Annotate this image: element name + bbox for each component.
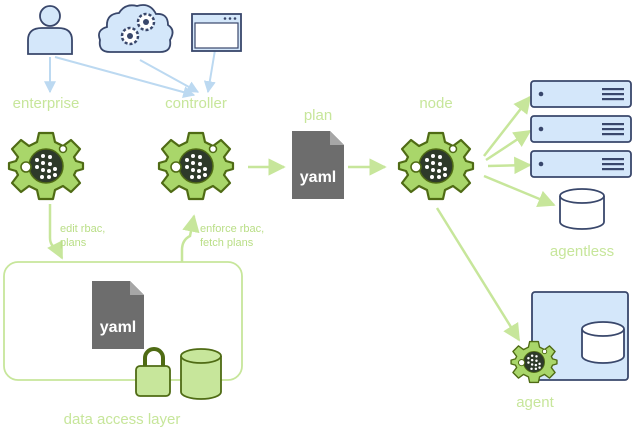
agent-gear-icon: [510, 340, 558, 384]
enterprise-label: enterprise: [13, 95, 80, 112]
server-icon: [530, 80, 632, 108]
node-label: node: [419, 95, 452, 112]
enforce-annotation-line2: fetch plans: [200, 237, 254, 249]
input-arrows: [44, 49, 216, 98]
enterprise-gear-icon: [7, 131, 85, 201]
user-icon: [27, 5, 73, 55]
dal-database-icon: [180, 348, 222, 400]
data-access-layer-box: [3, 261, 243, 381]
flow-arrows: [47, 95, 556, 342]
unlocked-padlock-icon: [135, 347, 171, 397]
agentless-database-icon: [559, 188, 605, 230]
enforce-annotation-line1: enforce rbac,: [200, 223, 264, 235]
node-gear-icon: [397, 131, 475, 201]
edit-annotation-line1: edit rbac,: [60, 223, 105, 235]
agentless-label: agentless: [550, 243, 614, 260]
server-icon: [530, 115, 632, 143]
plan-yaml-text: yaml: [300, 169, 336, 186]
controller-label: controller: [165, 95, 227, 112]
plan-label: plan: [304, 107, 332, 124]
agent-label: agent: [516, 394, 554, 411]
cloud-gears-icon: [98, 4, 174, 53]
browser-window-icon: [191, 13, 242, 52]
edit-annotation-line2: plans: [60, 237, 87, 249]
dal-yaml-text: yaml: [100, 319, 136, 336]
server-icon: [530, 150, 632, 178]
agent-host-database-icon: [581, 321, 625, 364]
dal-yaml-document: yaml: [92, 281, 144, 349]
plan-yaml-document: yaml: [292, 131, 344, 199]
data-access-layer-label: data access layer: [64, 411, 181, 428]
controller-gear-icon: [157, 131, 235, 201]
